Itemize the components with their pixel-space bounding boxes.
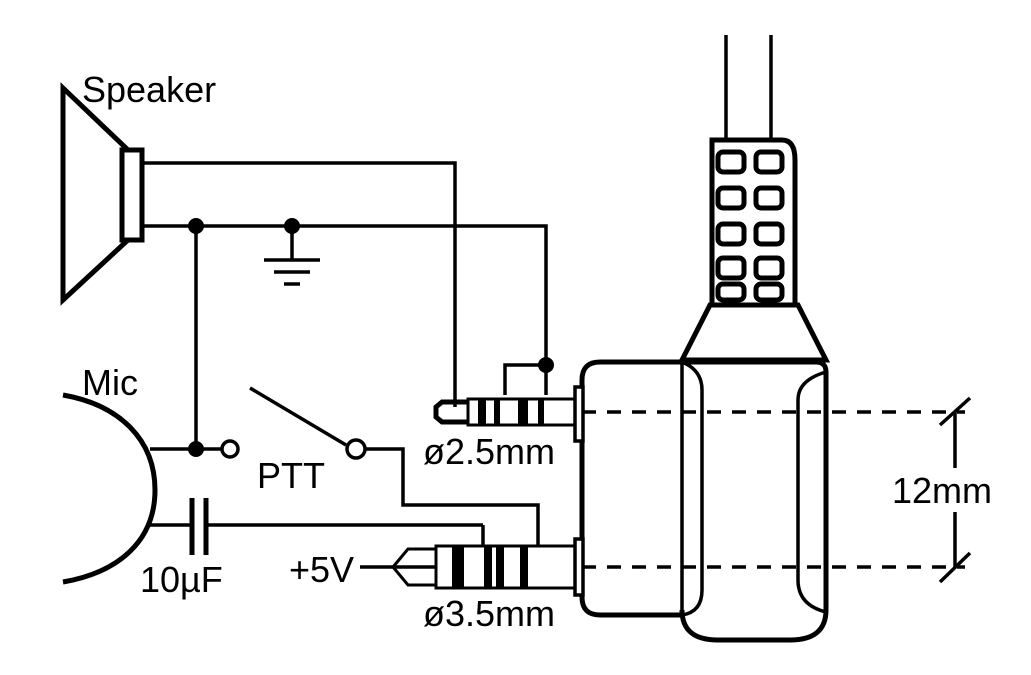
strain-relief-slots (715, 149, 785, 303)
dimension-marker (938, 396, 972, 584)
plus5v-label: +5V (289, 549, 354, 590)
capacitor-label: 10µF (140, 559, 223, 600)
capacitor-symbol (189, 498, 209, 555)
connector-housing (573, 35, 831, 643)
jack-3-5mm-label: ø3.5mm (423, 593, 555, 634)
speaker-symbol (60, 82, 145, 306)
ptt-label: PTT (257, 455, 325, 496)
mic-symbol (62, 392, 158, 585)
ground-symbol (264, 226, 320, 286)
center-lines (582, 410, 965, 569)
junction-dots (188, 218, 554, 457)
spacing-label: 12mm (892, 470, 992, 511)
speaker-label: Speaker (82, 69, 216, 110)
jack-2-5mm-label: ø2.5mm (423, 431, 555, 472)
mic-label: Mic (82, 362, 138, 403)
plug-2-5mm (433, 397, 582, 427)
ptt-switch (220, 438, 367, 460)
plug-3-5mm (391, 544, 582, 590)
